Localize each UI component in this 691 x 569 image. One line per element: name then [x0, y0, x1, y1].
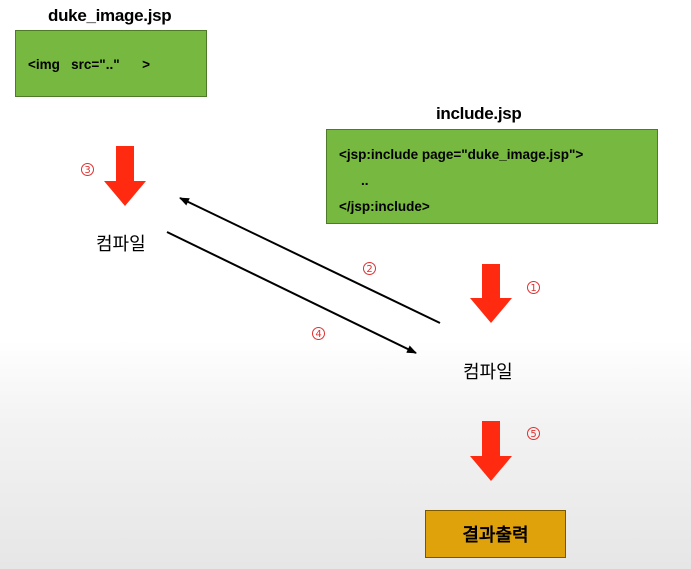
step-1-marker: 1	[527, 281, 540, 294]
include-title: include.jsp	[436, 104, 522, 123]
step-3-marker: 3	[81, 163, 94, 176]
red-arrow-1	[470, 264, 512, 323]
step-2-marker: 2	[363, 262, 376, 275]
include-code-box: <jsp:include page="duke_image.jsp"> .. <…	[326, 129, 658, 224]
result-output-box: 결과출력	[425, 510, 566, 558]
step-4-marker: 4	[312, 327, 325, 340]
compile-label-left: 컴파일	[96, 234, 146, 255]
arrow-4-line	[166, 231, 417, 354]
duke-image-code-line: <img src=".." >	[28, 57, 150, 72]
red-arrow-3	[104, 146, 146, 206]
include-code-line-3: </jsp:include>	[339, 199, 430, 214]
red-arrow-5	[470, 421, 512, 481]
duke-image-title: duke_image.jsp	[48, 6, 172, 25]
duke-image-code-box: <img src=".." >	[15, 30, 207, 97]
include-code-line-2: ..	[361, 173, 369, 188]
compile-label-right: 컴파일	[463, 362, 513, 383]
result-output-label: 결과출력	[462, 525, 529, 546]
arrow-2-line	[179, 197, 441, 324]
include-code-line-1: <jsp:include page="duke_image.jsp">	[339, 147, 584, 162]
step-5-marker: 5	[527, 427, 540, 440]
